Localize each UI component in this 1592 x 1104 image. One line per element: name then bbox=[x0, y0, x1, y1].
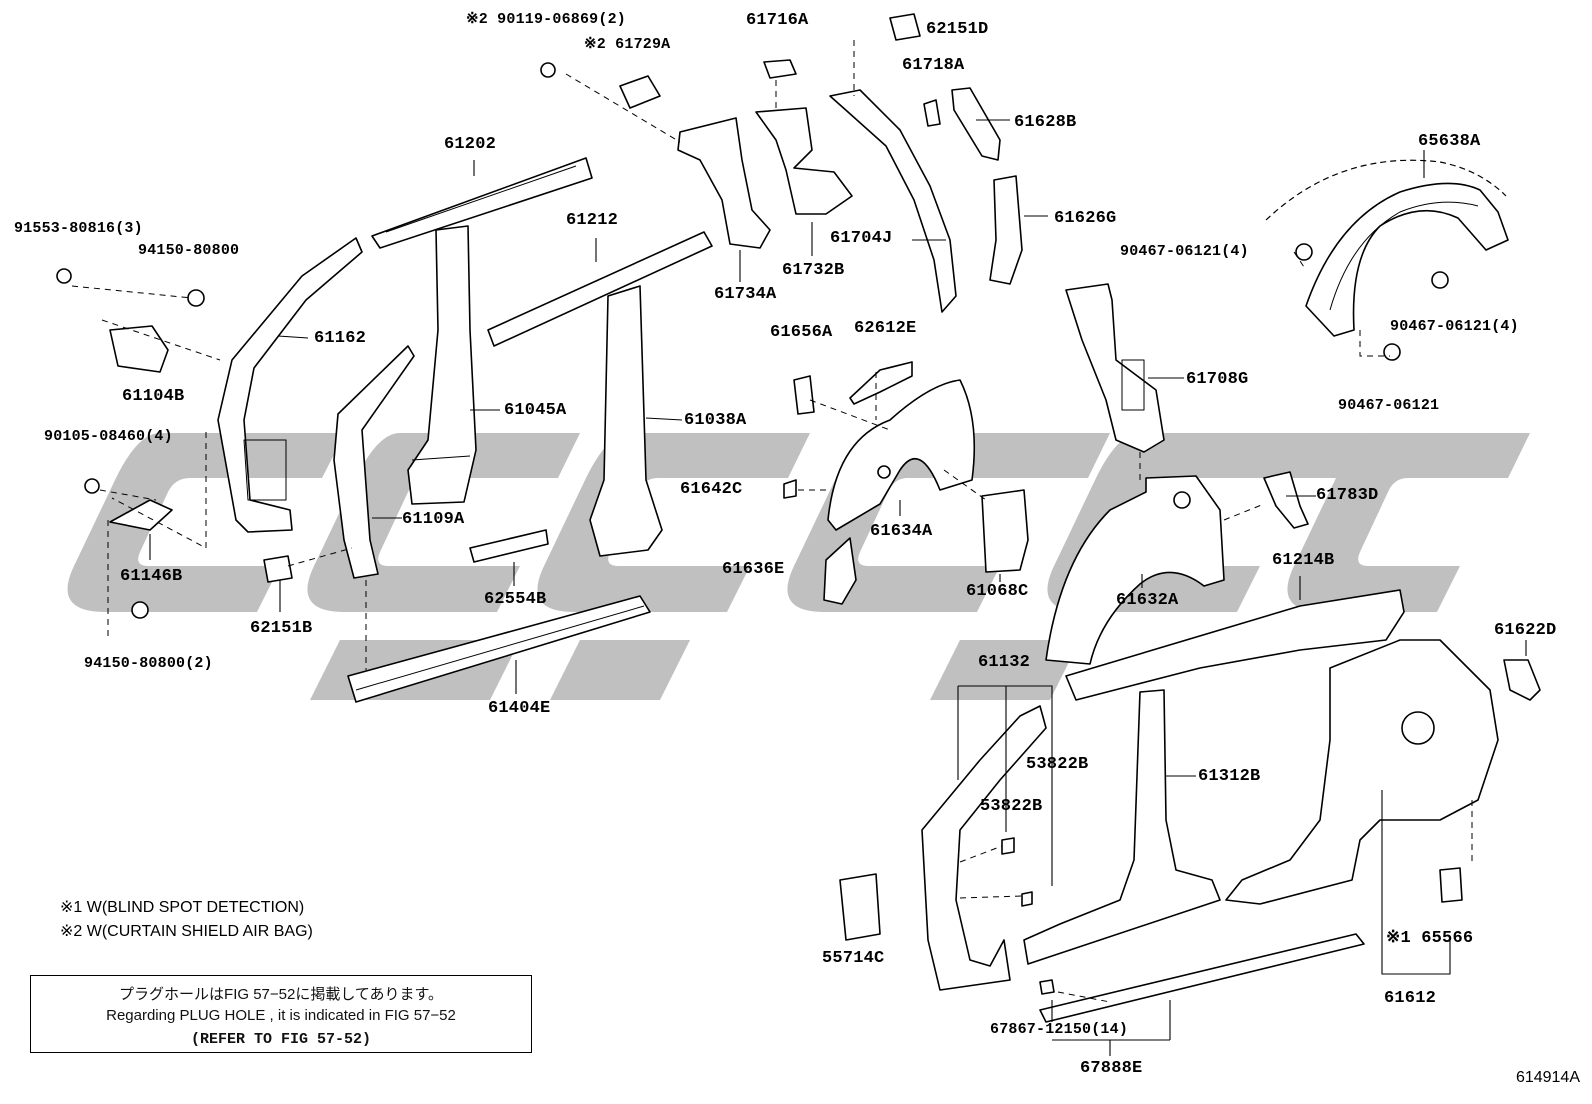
part-label-22[interactable]: 61708G bbox=[1186, 370, 1249, 389]
part-label-34[interactable]: 61214B bbox=[1272, 551, 1335, 570]
part-shapes bbox=[56, 13, 1541, 1023]
reference-line-en: Regarding PLUG HOLE , it is indicated in… bbox=[106, 1007, 456, 1024]
part-label-6[interactable]: 65638A bbox=[1418, 132, 1481, 151]
part-label-45[interactable]: ※1 65566 bbox=[1386, 929, 1474, 948]
part-label-40[interactable]: 61404E bbox=[488, 699, 551, 718]
reference-line-refer: (REFER TO FIG 57-52) bbox=[190, 1031, 372, 1048]
part-label-17[interactable]: 90467-06121 bbox=[1338, 397, 1440, 414]
dashed-guides bbox=[71, 40, 1473, 1003]
part-label-46[interactable]: 61612 bbox=[1384, 989, 1437, 1008]
part-label-4[interactable]: 61718A bbox=[902, 56, 965, 75]
part-label-12[interactable]: 61704J bbox=[830, 229, 893, 248]
part-label-3[interactable]: 62151D bbox=[926, 20, 989, 39]
footnote-2: ※2 W(CURTAIN SHIELD AIR BAG) bbox=[60, 923, 313, 940]
part-label-26[interactable]: 61642C bbox=[680, 480, 743, 499]
part-label-44[interactable]: 55714C bbox=[822, 949, 885, 968]
part-label-5[interactable]: 61628B bbox=[1014, 113, 1077, 132]
part-label-21[interactable]: 62612E bbox=[854, 319, 917, 338]
part-label-33[interactable]: 61632A bbox=[1116, 591, 1179, 610]
part-label-11[interactable]: 61626G bbox=[1054, 209, 1117, 228]
part-label-18[interactable]: 61162 bbox=[314, 329, 367, 348]
part-label-42[interactable]: 61312B bbox=[1198, 767, 1261, 786]
reference-line-jp: プラグホールはFIG 57−52に掲載してあります。 bbox=[119, 986, 443, 1003]
part-label-0[interactable]: ※2 90119-06869(2) bbox=[466, 11, 626, 28]
part-label-32[interactable]: 61068C bbox=[966, 582, 1029, 601]
part-label-2[interactable]: 61716A bbox=[746, 11, 809, 30]
part-label-39[interactable]: 61132 bbox=[978, 653, 1031, 672]
part-label-25[interactable]: 90105-08460(4) bbox=[44, 428, 173, 445]
reference-box: プラグホールはFIG 57−52に掲載してあります。 Regarding PLU… bbox=[30, 975, 532, 1053]
part-label-9[interactable]: 94150-80800 bbox=[138, 242, 240, 259]
part-label-37[interactable]: 61622D bbox=[1494, 621, 1557, 640]
part-label-29[interactable]: 61634A bbox=[870, 522, 933, 541]
part-label-43[interactable]: 53822B bbox=[980, 797, 1043, 816]
part-label-14[interactable]: 61734A bbox=[714, 285, 777, 304]
part-label-1[interactable]: ※2 61729A bbox=[584, 36, 671, 53]
part-label-38[interactable]: 94150-80800(2) bbox=[84, 655, 213, 672]
part-label-28[interactable]: 61109A bbox=[402, 510, 465, 529]
figure-id: 614914A bbox=[1515, 1069, 1580, 1086]
part-label-24[interactable]: 61038A bbox=[684, 411, 747, 430]
part-label-7[interactable]: 61202 bbox=[444, 135, 497, 154]
part-label-19[interactable]: 61104B bbox=[122, 387, 185, 406]
part-label-47[interactable]: 67867-12150(14) bbox=[990, 1021, 1129, 1038]
part-label-8[interactable]: 91553-80816(3) bbox=[14, 220, 143, 237]
part-label-30[interactable]: 61146B bbox=[120, 567, 183, 586]
part-label-48[interactable]: 67888E bbox=[1080, 1059, 1143, 1078]
part-label-35[interactable]: 62554B bbox=[484, 590, 547, 609]
part-label-23[interactable]: 61045A bbox=[504, 401, 567, 420]
part-label-15[interactable]: 90467-06121(4) bbox=[1120, 243, 1249, 260]
part-label-36[interactable]: 62151B bbox=[250, 619, 313, 638]
part-label-10[interactable]: 61212 bbox=[566, 211, 619, 230]
part-label-41[interactable]: 53822B bbox=[1026, 755, 1089, 774]
leader-lines bbox=[149, 119, 1527, 1056]
footnote-1: ※1 W(BLIND SPOT DETECTION) bbox=[60, 899, 305, 916]
part-label-20[interactable]: 61656A bbox=[770, 323, 833, 342]
part-label-13[interactable]: 61732B bbox=[782, 261, 845, 280]
part-label-16[interactable]: 90467-06121(4) bbox=[1390, 318, 1519, 335]
part-label-31[interactable]: 61636E bbox=[722, 560, 785, 579]
part-label-27[interactable]: 61783D bbox=[1316, 486, 1379, 505]
